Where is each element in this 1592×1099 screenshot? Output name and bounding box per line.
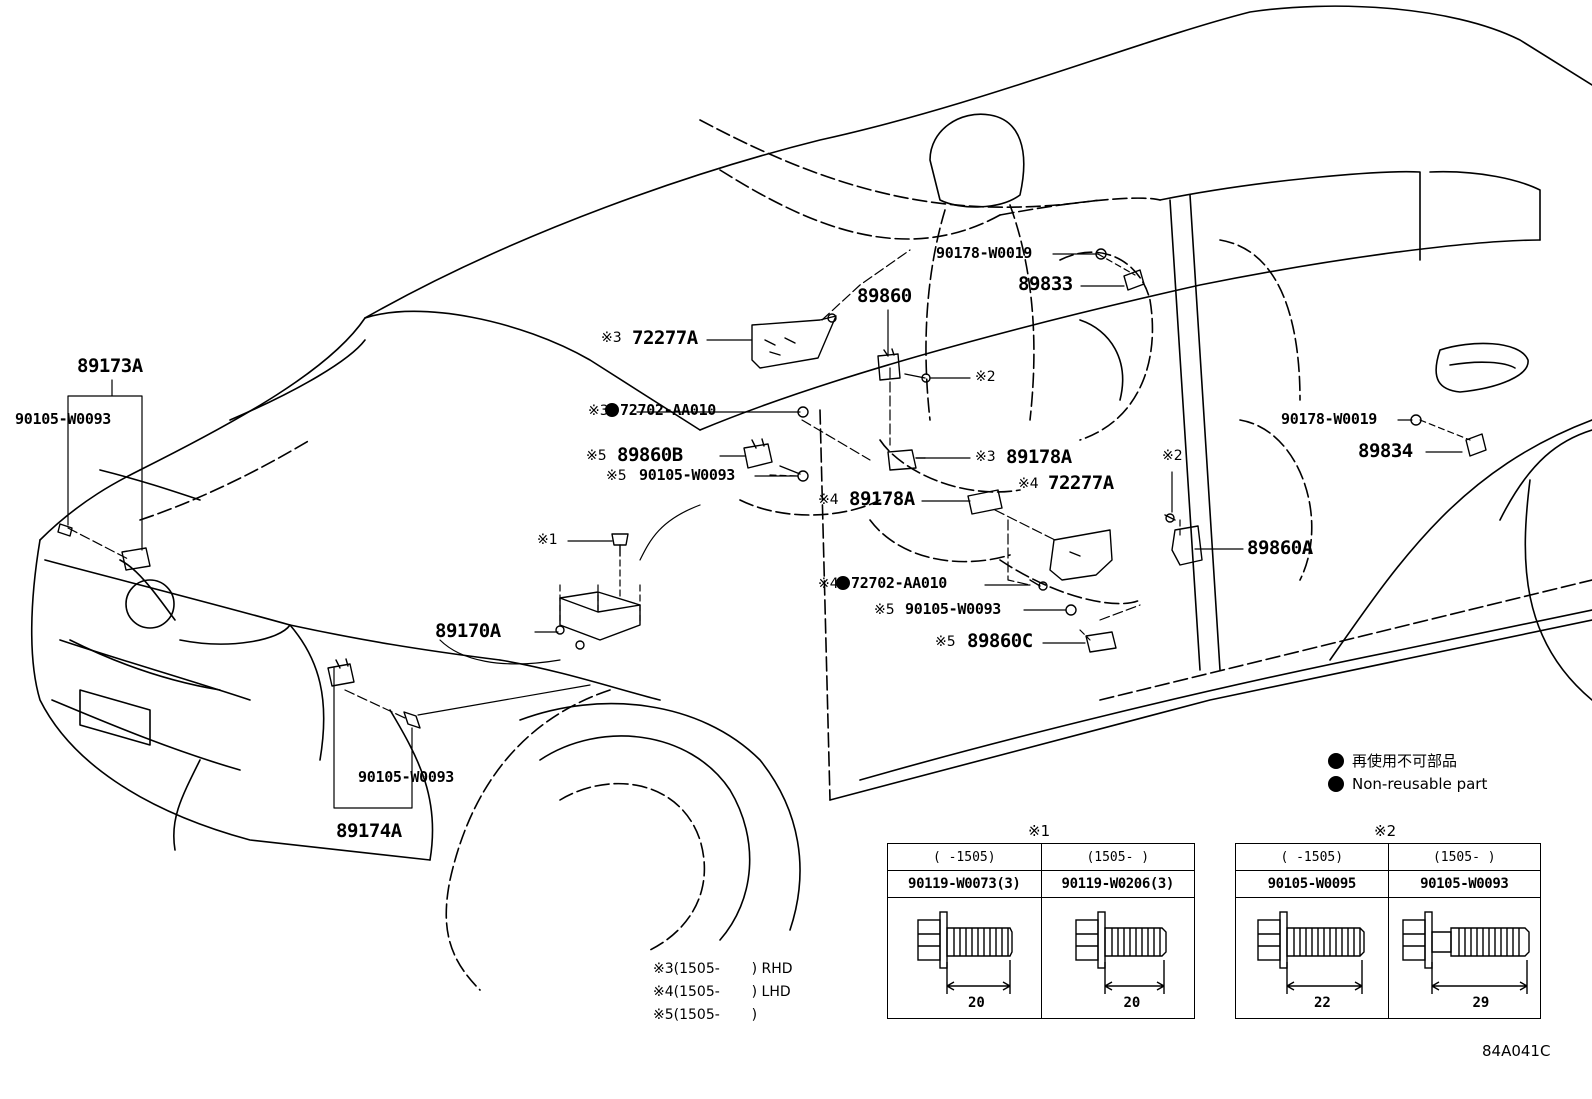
car-body-outline <box>30 5 1592 991</box>
marker-2-door: ※2 <box>1162 448 1183 464</box>
note-mark: ※5 <box>653 1007 674 1023</box>
label-89860B: 89860B <box>617 444 683 466</box>
bolt-part-number: 90105-W0093 <box>1387 870 1541 898</box>
note-side: ) RHD <box>751 961 793 977</box>
marker-4-72702: ※4 <box>818 576 839 592</box>
label-90105-W0093-low: 90105-W0093 <box>358 768 455 786</box>
bolt-date: (1505- ) <box>1040 843 1195 871</box>
note-5: ※5(1505-) <box>653 1007 757 1023</box>
marker-5-90105-right: ※5 <box>874 602 895 618</box>
legend-dot <box>1328 776 1344 792</box>
legend-jp-text: 再使用不可部品 <box>1352 752 1458 770</box>
label-72702-AA010-low-text: 72702-AA010 <box>851 574 948 592</box>
label-90105-W0093-front: 90105-W0093 <box>15 410 112 428</box>
marker-4-72277A: ※4 <box>1018 476 1039 492</box>
bolt-part-number: 90119-W0073(3) <box>887 870 1042 898</box>
label-90105-W0093-mid: 90105-W0093 <box>639 466 736 484</box>
legend-jp: 再使用不可部品 <box>1328 750 1457 771</box>
diagram-code: 84A041C <box>1482 1042 1551 1060</box>
note-side: ) LHD <box>751 984 791 1000</box>
bolt-illustration-cell: 22 <box>1235 897 1389 1019</box>
bolt-table-2: ( -1505) (1505- ) 90105-W0095 90105-W009… <box>1235 843 1541 1019</box>
note-mark: ※3 <box>653 961 674 977</box>
label-72277A-mid: 72277A <box>1048 472 1114 494</box>
marker-1-bolt: ※1 <box>537 532 558 548</box>
label-89174A: 89174A <box>336 820 402 842</box>
bolt-length: 20 <box>968 995 985 1011</box>
bolt-table-1-title: ※1 <box>1028 822 1051 840</box>
note-mark: ※4 <box>653 984 674 1000</box>
marker-3-89178A: ※3 <box>975 449 996 465</box>
label-72702-AA010-top: 72702-AA010 <box>605 403 716 418</box>
non-reusable-dot <box>605 403 619 417</box>
marker-3-72702: ※3 <box>588 403 609 419</box>
label-89834: 89834 <box>1358 440 1413 462</box>
label-72277A-top: 72277A <box>632 327 698 349</box>
marker-5-89860B: ※5 <box>586 448 607 464</box>
leader-lines <box>67 249 1471 809</box>
note-date: (1505- <box>673 984 720 1000</box>
legend-en: Non-reusable part <box>1328 775 1487 793</box>
label-89860A: 89860A <box>1247 537 1313 559</box>
marker-3-72277A: ※3 <box>601 330 622 346</box>
part-sketches <box>57 248 1487 729</box>
label-89860: 89860 <box>857 285 912 307</box>
label-90105-W0093-right: 90105-W0093 <box>905 600 1002 618</box>
marker-5-89860C: ※5 <box>935 634 956 650</box>
marker-4-89178A: ※4 <box>818 492 839 508</box>
bolt-part-number: 90105-W0095 <box>1235 870 1389 898</box>
bolt-illustration-cell: 20 <box>1040 897 1195 1019</box>
label-72702-AA010-top-text: 72702-AA010 <box>620 401 717 419</box>
bolt-date: ( -1505) <box>1235 843 1389 871</box>
flange-bolt-drawing <box>917 911 1013 994</box>
note-4: ※4(1505- ) LHD <box>653 984 791 1000</box>
label-89178A-right: 89178A <box>1006 446 1072 468</box>
bolt-date: ( -1505) <box>887 843 1042 871</box>
legend-dot <box>1328 753 1344 769</box>
label-89173A: 89173A <box>77 355 143 377</box>
bolt-date: (1505- ) <box>1387 843 1541 871</box>
flange-bolt-drawing <box>1074 911 1167 994</box>
label-89833: 89833 <box>1018 273 1073 295</box>
bolt-length: 20 <box>1123 995 1141 1011</box>
flange-bolt-drawing <box>1401 911 1530 994</box>
legend-en-text: Non-reusable part <box>1352 775 1488 793</box>
bolt-length: 22 <box>1314 995 1331 1011</box>
bolt-table-2-title: ※2 <box>1374 822 1397 840</box>
bolt-length: 29 <box>1472 995 1490 1011</box>
marker-2-top: ※2 <box>975 369 996 385</box>
bolt-part-number: 90119-W0206(3) <box>1040 870 1195 898</box>
flange-bolt-drawing <box>1257 911 1365 994</box>
label-72702-AA010-low: 72702-AA010 <box>836 576 947 591</box>
bolt-illustration-cell: 20 <box>887 897 1042 1019</box>
label-89178A-left: 89178A <box>849 488 915 510</box>
label-90178-W0019-top: 90178-W0019 <box>936 244 1033 262</box>
note-side: ) <box>751 1007 758 1023</box>
note-date: (1505- <box>673 1007 720 1023</box>
note-3: ※3(1505- ) RHD <box>653 961 793 977</box>
marker-5-90105-mid: ※5 <box>606 468 627 484</box>
label-90178-W0019-rear: 90178-W0019 <box>1281 410 1378 428</box>
label-89170A: 89170A <box>435 620 501 642</box>
non-reusable-dot <box>836 576 850 590</box>
label-89860C: 89860C <box>967 630 1033 652</box>
bolt-table-1: ( -1505) (1505- ) 90119-W0073(3) 90119-W… <box>887 843 1195 1019</box>
bolt-illustration-cell: 29 <box>1387 897 1541 1019</box>
note-date: (1505- <box>673 961 720 977</box>
